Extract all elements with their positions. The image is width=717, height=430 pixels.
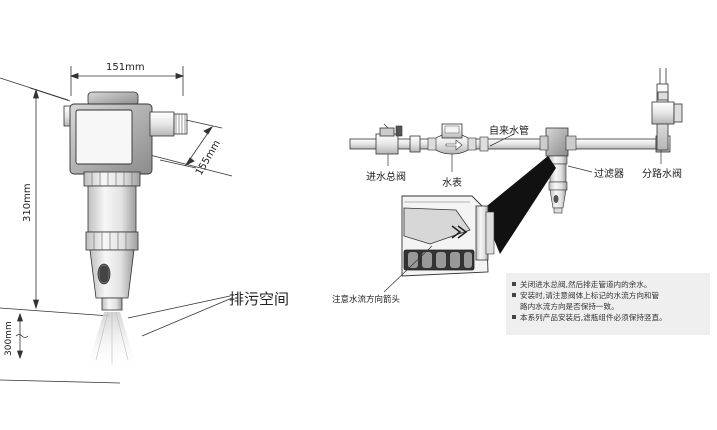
leader-lines — [383, 133, 662, 293]
drain-pointer-line — [141, 297, 233, 337]
flow-arrow-note-label: 注意水流方向箭头 — [332, 295, 401, 305]
note-item: 本系列产品安装后,滤瓶组件必须保持竖直。 — [512, 312, 704, 323]
magnifier-cone — [482, 156, 556, 254]
bullet-icon — [512, 293, 516, 297]
branch-valve-label: 分路水阀 — [642, 169, 682, 180]
dim-height-line — [29, 87, 71, 310]
dim-clearance-line — [15, 312, 29, 360]
dim-height-label: 310mm — [22, 183, 33, 222]
dim-width-line — [69, 66, 185, 96]
note-item: 关闭进水总阀,然后排走管道内的余水。 — [512, 279, 704, 290]
note-item-continuation: 路内水流方向是否保持一致。 — [520, 302, 619, 311]
installation-notes: 关闭进水总阀,然后排走管道内的余水。 安装时,请注意阀体上标记的水流方向和管 路… — [506, 273, 710, 335]
water-meter-label: 水表 — [442, 178, 462, 189]
dim-clearance-label: 300mm — [4, 321, 14, 356]
dim-depth-line — [159, 119, 223, 169]
dim-width-label: 151mm — [106, 62, 145, 73]
magnified-detail — [401, 195, 495, 277]
bullet-icon — [512, 315, 516, 319]
tap-water-pipe-label: 自来水管 — [489, 126, 529, 137]
inlet-valve-label: 进水总阀 — [366, 172, 406, 183]
pipeline — [349, 68, 683, 214]
bullet-icon — [512, 282, 516, 286]
note-item: 安装时,请注意阀体上标记的水流方向和管 — [512, 290, 704, 301]
drain-space-label: 排污空间 — [229, 290, 290, 308]
filter-unit-large — [63, 91, 188, 372]
filter-label: 过滤器 — [594, 169, 624, 180]
